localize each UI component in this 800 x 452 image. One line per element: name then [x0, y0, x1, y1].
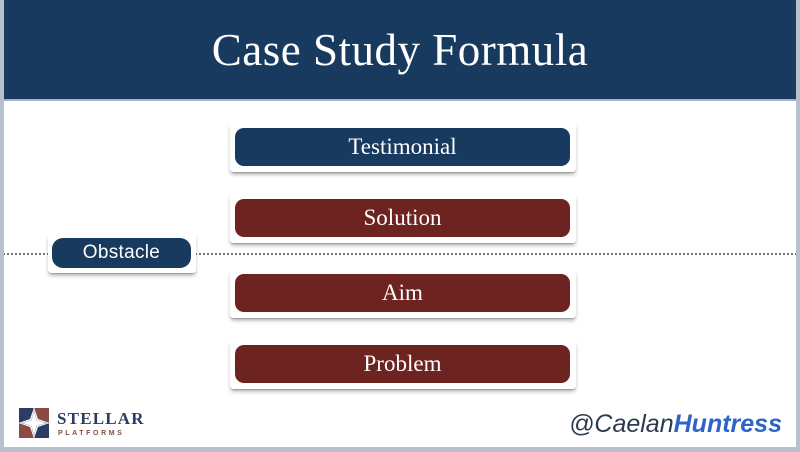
- title-band: Case Study Formula: [4, 0, 796, 101]
- connector-dotted-line: [4, 253, 796, 255]
- diagram-bar-aim[interactable]: Aim: [230, 269, 576, 318]
- brand-wordmark: STELLAR PLATFORMS: [57, 410, 145, 437]
- diagram-bar-solution[interactable]: Solution: [230, 194, 576, 243]
- page-title: Case Study Formula: [211, 24, 589, 75]
- diagram-node-label: Obstacle: [52, 238, 191, 268]
- diagram-bar-label: Solution: [235, 199, 570, 237]
- compass-star-icon: [18, 407, 50, 439]
- brand-logo: STELLAR PLATFORMS: [18, 407, 145, 439]
- diagram-bar-label: Aim: [235, 274, 570, 312]
- diagram-node-obstacle[interactable]: Obstacle: [48, 234, 196, 273]
- social-handle: @CaelanHuntress: [569, 412, 782, 437]
- brand-tagline: PLATFORMS: [58, 429, 125, 437]
- diagram-bar-label: Problem: [235, 345, 570, 383]
- diagram-bar-problem[interactable]: Problem: [230, 340, 576, 389]
- diagram-bar-testimonial[interactable]: Testimonial: [230, 123, 576, 172]
- brand-name: STELLAR: [57, 408, 145, 428]
- social-handle-first: @Caelan: [569, 410, 674, 438]
- diagram-bar-label: Testimonial: [235, 128, 570, 166]
- social-handle-last: Huntress: [673, 410, 782, 438]
